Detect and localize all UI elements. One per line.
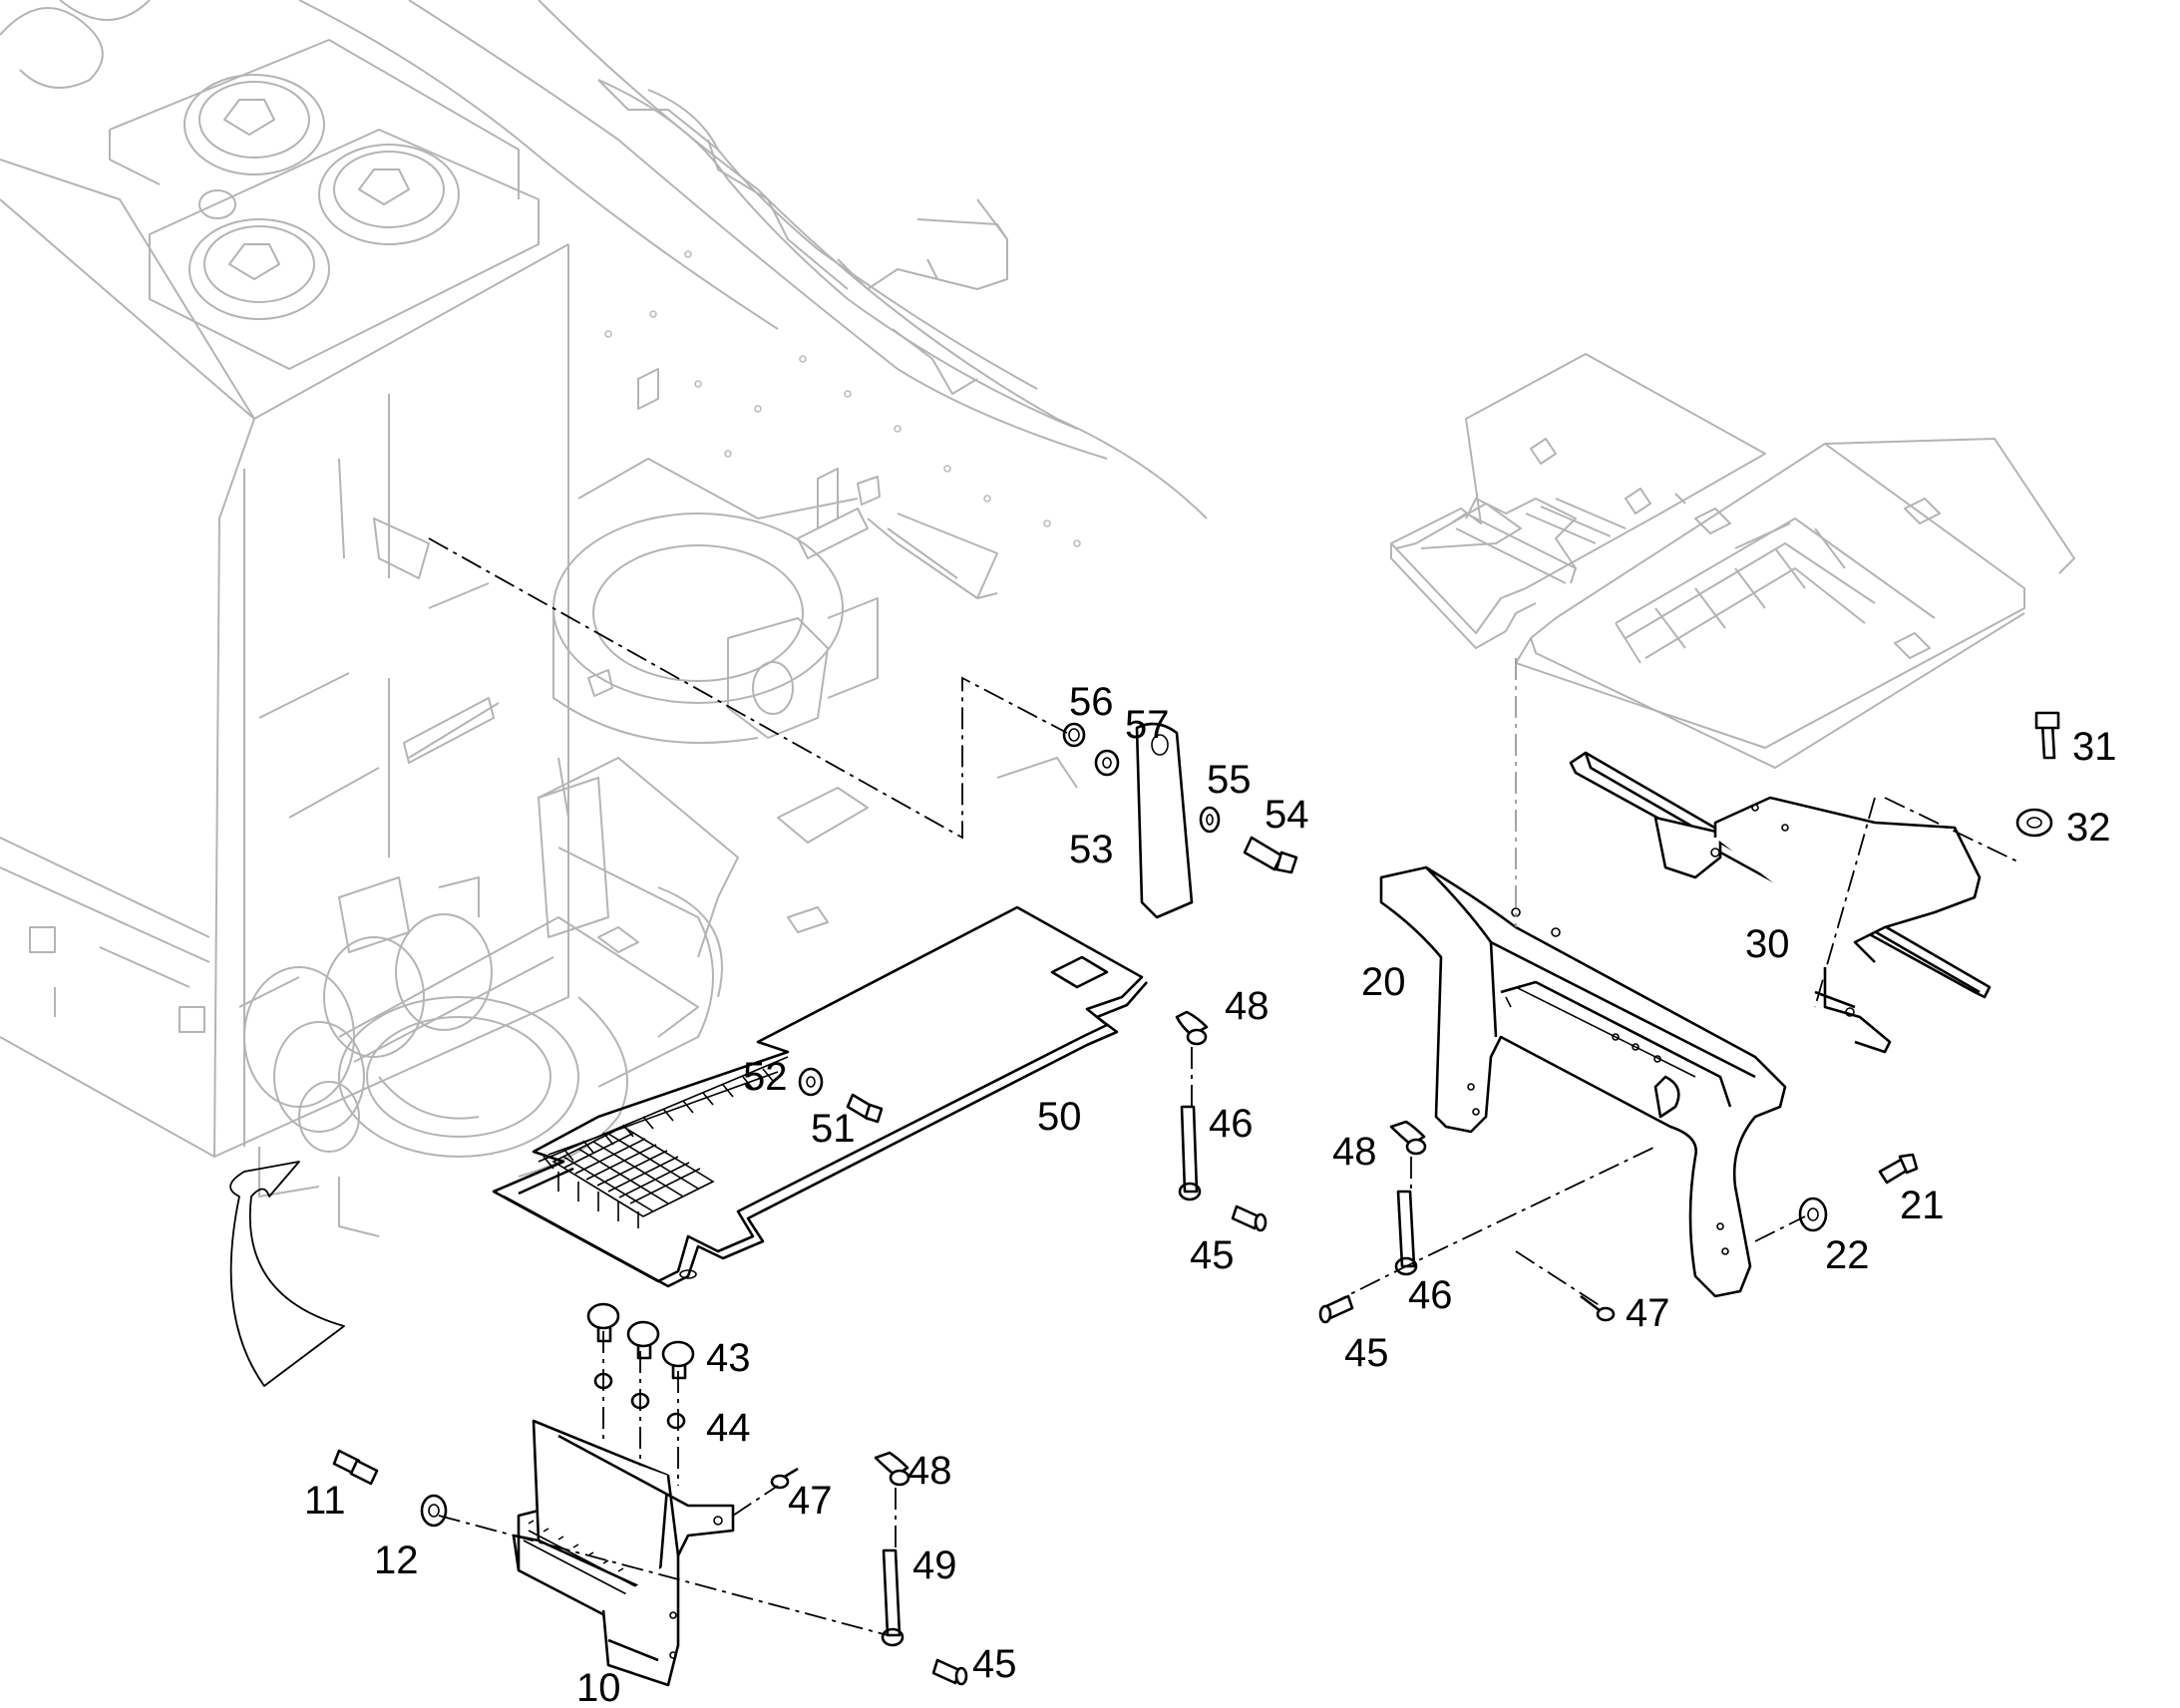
bracket-30 — [1569, 751, 1992, 1054]
callout-11: 11 — [304, 1479, 346, 1523]
support-frame-20 — [1379, 865, 1787, 1298]
part-number-labels: 56 57 55 54 53 48 46 45 50 52 51 20 30 3… — [304, 680, 2117, 1708]
callout-44: 44 — [706, 1406, 751, 1450]
platform-gratings — [1390, 353, 2075, 769]
callout-57: 57 — [1125, 703, 1170, 747]
callout-51: 51 — [811, 1107, 856, 1151]
callout-55: 55 — [1207, 758, 1252, 802]
callout-48-top: 48 — [1225, 984, 1270, 1028]
callout-32: 32 — [2066, 806, 2111, 850]
callout-47-mid: 47 — [1626, 1291, 1670, 1335]
callout-56: 56 — [1069, 680, 1114, 724]
strap-53 — [1135, 722, 1194, 919]
hardware-parts — [332, 711, 2060, 1686]
callout-50: 50 — [1037, 1095, 1082, 1139]
callout-45-low: 45 — [972, 1642, 1017, 1686]
callout-21: 21 — [1900, 1184, 1945, 1227]
callout-53: 53 — [1069, 828, 1114, 871]
step-tray-50 — [492, 905, 1148, 1288]
callout-12: 12 — [374, 1538, 419, 1582]
callout-43: 43 — [706, 1336, 751, 1380]
callout-31: 31 — [2072, 725, 2117, 769]
callout-22: 22 — [1825, 1233, 1870, 1277]
callout-10: 10 — [576, 1666, 621, 1708]
callout-52: 52 — [743, 1055, 788, 1099]
callout-45-top: 45 — [1190, 1233, 1235, 1277]
machine-frame-background — [0, 0, 1208, 1237]
callout-20: 20 — [1361, 960, 1406, 1004]
lower-step-10 — [512, 1419, 735, 1687]
callout-46-top: 46 — [1209, 1102, 1254, 1146]
assembly-leader-lines — [428, 537, 2020, 1636]
view-direction-arrow — [229, 1161, 345, 1387]
callout-47-low: 47 — [788, 1479, 833, 1523]
callout-48-low: 48 — [908, 1449, 952, 1493]
callout-46-mid: 46 — [1408, 1273, 1453, 1317]
callout-30: 30 — [1745, 922, 1790, 966]
callout-45-mid: 45 — [1344, 1331, 1389, 1375]
callout-54: 54 — [1265, 793, 1309, 837]
callout-49: 49 — [912, 1543, 957, 1587]
callout-48-mid: 48 — [1332, 1130, 1377, 1174]
